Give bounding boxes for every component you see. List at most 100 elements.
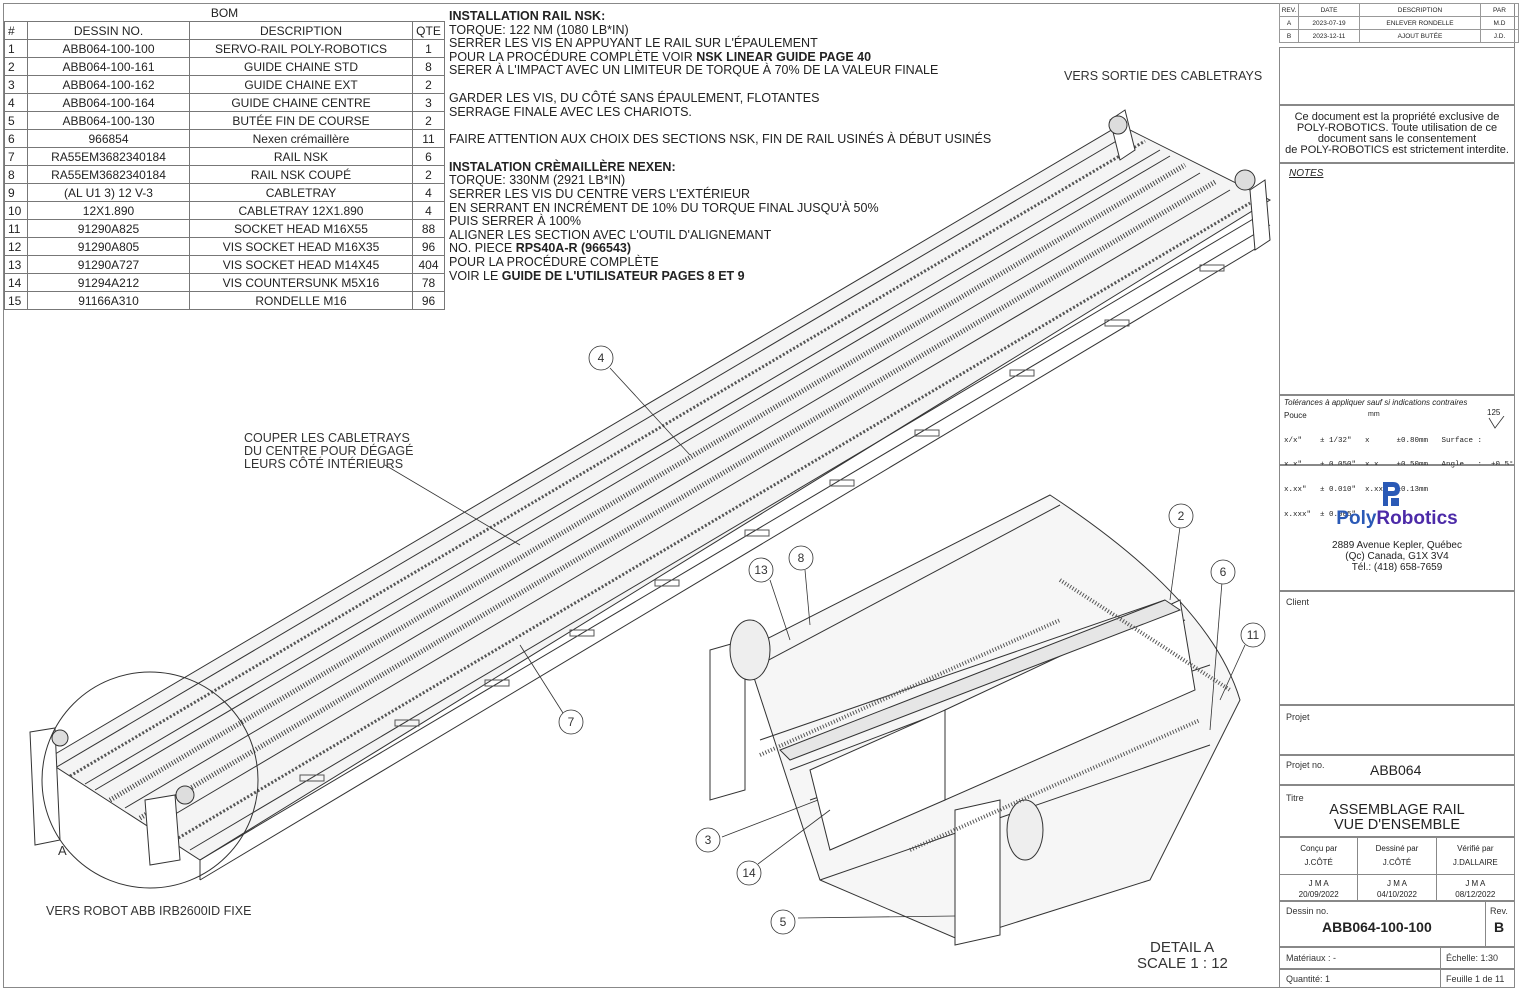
titre-box: Titre ASSEMBLAGE RAIL VUE D'ENSEMBLE	[1279, 785, 1515, 837]
echelle-label: Échelle: 1:30	[1446, 953, 1499, 963]
approval-label: Conçu par	[1300, 844, 1338, 853]
quantite-divider	[1440, 970, 1441, 987]
item-balloon-circle	[736, 860, 762, 886]
titre-label: Titre	[1286, 793, 1304, 803]
nexen-line-8: VOIR LE GUIDE DE L'UTILISATEUR PAGES 8 E…	[449, 268, 991, 284]
bom-cell: SERVO-RAIL POLY-ROBOTICS	[189, 39, 413, 58]
bom-cell: RONDELLE M16	[189, 291, 413, 310]
approval-name: J.CÔTÉ	[1304, 858, 1333, 867]
nexen-line-5: ALIGNER LES SECTION AVEC L'OUTIL D'ALIGN…	[449, 227, 772, 242]
ownership-line-1: Ce document est la propriété exclusive d…	[1294, 111, 1500, 123]
bom-cell: 2	[412, 111, 445, 130]
item-balloon-number: 5	[780, 915, 787, 929]
dessin-no-box: Dessin no. ABB064-100-100 Rev. B	[1279, 901, 1515, 947]
item-balloon: 11	[1240, 622, 1266, 648]
item-balloon-number: 14	[742, 866, 756, 880]
approval-label: Vérifié par	[1457, 844, 1494, 853]
tolerance-title: Tolérances à appliquer sauf si indicatio…	[1284, 398, 1468, 407]
nsk-title: INSTALLATION RAIL NSK:	[449, 9, 606, 23]
nsk-line-5: GARDER LES VIS, DU CÔTÉ SANS ÉPAULEMENT,…	[449, 90, 820, 105]
client-box: Client	[1279, 591, 1515, 705]
rev-divider	[1485, 902, 1486, 946]
tolerance-mm: mm	[1368, 411, 1380, 418]
approval-date: 04/10/2022	[1376, 890, 1418, 899]
item-balloon: 14	[736, 860, 762, 886]
nexen-line-3: EN SERRANT EN INCRÉMENT DE 10% DU TORQUE…	[449, 200, 879, 215]
item-balloon: 5	[770, 909, 796, 935]
revision-spacer	[1279, 47, 1515, 105]
bom-cell: 88	[412, 219, 445, 238]
bom-header-cell: QTE	[412, 21, 445, 40]
nexen-line-1: TORQUE: 330NM (2921 LB*IN)	[449, 173, 626, 188]
nsk-line-4: SERER À L'IMPACT AVEC UN LIMITEUR DE TOR…	[449, 63, 939, 78]
client-label: Client	[1286, 597, 1310, 607]
item-balloon-circle	[788, 545, 814, 571]
label-vers-robot: VERS ROBOT ABB IRB2600ID FIXE	[46, 904, 252, 918]
approval-date-format: J M A	[1308, 879, 1329, 888]
materiaux-divider	[1440, 948, 1441, 968]
item-balloon: 6	[1210, 559, 1236, 585]
company-name-a: Poly	[1336, 508, 1377, 529]
bom-cell: 96	[412, 291, 445, 310]
nsk-line-6: SERRAGE FINALE AVEC LES CHARIOTS.	[449, 104, 692, 119]
bom-cell: 404	[412, 255, 445, 274]
item-balloon-circle	[588, 345, 614, 371]
approval-name: J.DALLAIRE	[1452, 858, 1498, 867]
item-balloon: 7	[558, 709, 584, 735]
drawing-title-line-1: ASSEMBLAGE RAIL	[1329, 802, 1465, 818]
approval-date: 08/12/2022	[1455, 890, 1496, 899]
nsk-line-3-text: POUR LA PROCÉDURE COMPLÈTE VOIR	[449, 49, 697, 64]
bom-cell: 91166A310	[27, 291, 190, 310]
projet-no-value: ABB064	[1370, 762, 1422, 778]
item-balloon-circle	[770, 909, 796, 935]
nsk-line-2: SERRER LES VIS EN APPUYANT LE RAIL SUR L…	[449, 36, 818, 51]
company-name-b: Robotics	[1376, 508, 1458, 529]
item-balloon: 4	[588, 345, 614, 371]
nsk-line-3: POUR LA PROCÉDURE COMPLÈTE VOIR NSK LINE…	[449, 49, 991, 65]
ownership-line-2: POLY-ROBOTICS. Toute utilisation de ce	[1296, 122, 1498, 134]
quantite-label: Quantité: 1	[1286, 974, 1331, 984]
notes-label: NOTES	[1289, 168, 1324, 179]
nsk-line-1: TORQUE: 122 NM (1080 LB*IN)	[449, 22, 629, 37]
ownership-line-4: de POLY-ROBOTICS est strictement interdi…	[1285, 144, 1509, 156]
detail-title: DETAIL A	[1150, 939, 1215, 956]
approval-name: J.CÔTÉ	[1382, 858, 1412, 867]
nexen-line-8-text: VOIR LE	[449, 268, 502, 283]
item-balloon-number: 2	[1178, 509, 1185, 523]
nexen-line-4: PUIS SERRER À 100%	[449, 214, 581, 229]
notes-box: NOTES	[1279, 163, 1515, 395]
nexen-line-2: SERRER LES VIS DU CENTRE VERS L'EXTÉRIEU…	[449, 186, 751, 201]
item-balloon-circle	[1240, 622, 1266, 648]
nsk-guide-ref: NSK LINEAR GUIDE PAGE 40	[696, 49, 872, 64]
bom-cell: Nexen crémaillère	[189, 129, 413, 148]
dessin-no-label: Dessin no.	[1286, 906, 1329, 916]
item-balloon-number: 13	[754, 563, 768, 577]
dessin-no-value: ABB064-100-100	[1322, 919, 1432, 935]
nexen-title: INSTALATION CRÈMAILLÈRE NEXEN:	[449, 159, 676, 174]
projet-no-label: Projet no.	[1286, 760, 1325, 770]
projet-box: Projet	[1279, 705, 1515, 755]
title-block: Ce document est la propriété exclusive d…	[1279, 3, 1515, 988]
ownership-line-3: document sans le consentement	[1317, 133, 1477, 145]
item-balloon: 13	[748, 557, 774, 583]
detail-view	[709, 494, 1241, 946]
item-balloon-number: 8	[798, 551, 805, 565]
tolerance-line-1: x/x" ± 1/32" x ±0.80mm Surface :	[1284, 436, 1483, 445]
nexen-line-6: NO. PIECE RPS40A-R (966543)	[449, 242, 991, 256]
approval-date-format: J M A	[1465, 879, 1486, 888]
polyrobotics-logo-icon	[1383, 482, 1400, 506]
bom-cell: RA55EM3682340184	[27, 165, 190, 184]
item-balloon: 2	[1168, 503, 1194, 529]
